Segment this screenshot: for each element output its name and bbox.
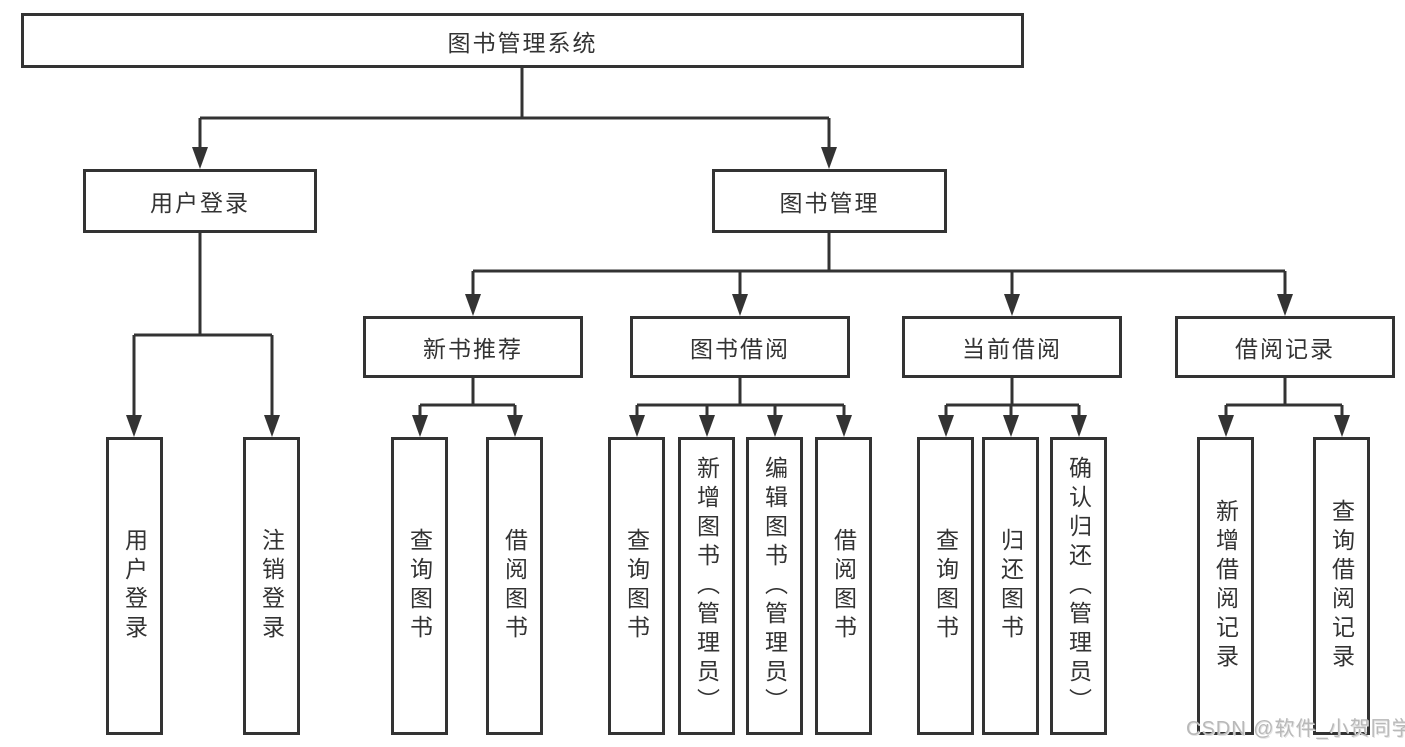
leaf-user-login: 用户登录 [106, 437, 163, 735]
leaf-add-books-admin: 新增图书（管理员） [678, 437, 735, 735]
leaf-add-borrow-record-label: 新增借阅记录 [1212, 499, 1239, 673]
node-book-management: 图书管理 [712, 169, 947, 233]
node-new-book-recommend: 新书推荐 [363, 316, 583, 378]
leaf-confirm-return-admin: 确认归还（管理员） [1050, 437, 1107, 735]
leaf-borrow-books-recommend: 借阅图书 [486, 437, 543, 735]
leaf-query-books-recommend-label: 查询图书 [406, 528, 433, 644]
node-borrowing-records-label: 借阅记录 [1235, 336, 1335, 362]
leaf-user-login-label: 用户登录 [121, 528, 148, 644]
node-new-book-recommend-label: 新书推荐 [423, 336, 523, 362]
leaf-confirm-return-admin-label: 确认归还（管理员） [1065, 455, 1092, 717]
leaf-return-books-label: 归还图书 [997, 528, 1024, 644]
node-book-borrowing: 图书借阅 [630, 316, 850, 378]
leaf-edit-books-admin-label: 编辑图书（管理员） [761, 455, 788, 717]
leaf-query-books-current-label: 查询图书 [932, 528, 959, 644]
watermark: CSDN @软件_小贺同学 [1186, 718, 1405, 740]
leaf-add-borrow-record: 新增借阅记录 [1197, 437, 1254, 735]
leaf-query-books-borrowing-label: 查询图书 [623, 528, 650, 644]
leaf-query-borrow-record: 查询借阅记录 [1313, 437, 1370, 735]
leaf-query-books-borrowing: 查询图书 [608, 437, 665, 735]
leaf-logout-label: 注销登录 [258, 528, 285, 644]
leaf-edit-books-admin: 编辑图书（管理员） [746, 437, 803, 735]
node-book-management-label: 图书管理 [779, 190, 880, 216]
leaf-query-books-current: 查询图书 [917, 437, 974, 735]
leaf-borrow-books-borrowing: 借阅图书 [815, 437, 872, 735]
node-borrowing-records: 借阅记录 [1175, 316, 1395, 378]
node-book-borrowing-label: 图书借阅 [690, 336, 790, 362]
leaf-borrow-books-borrowing-label: 借阅图书 [830, 528, 857, 644]
node-user-login-label: 用户登录 [150, 190, 250, 216]
node-root: 图书管理系统 [21, 13, 1024, 68]
node-current-borrowing: 当前借阅 [902, 316, 1122, 378]
node-root-label: 图书管理系统 [447, 29, 598, 56]
arrowheads [126, 147, 1350, 437]
leaf-return-books: 归还图书 [982, 437, 1039, 735]
leaf-query-books-recommend: 查询图书 [391, 437, 448, 735]
leaf-query-borrow-record-label: 查询借阅记录 [1328, 499, 1355, 673]
node-current-borrowing-label: 当前借阅 [962, 336, 1062, 362]
leaf-logout: 注销登录 [243, 437, 300, 735]
leaf-borrow-books-recommend-label: 借阅图书 [501, 528, 528, 644]
node-user-login: 用户登录 [83, 169, 317, 233]
leaf-add-books-admin-label: 新增图书（管理员） [693, 455, 720, 717]
